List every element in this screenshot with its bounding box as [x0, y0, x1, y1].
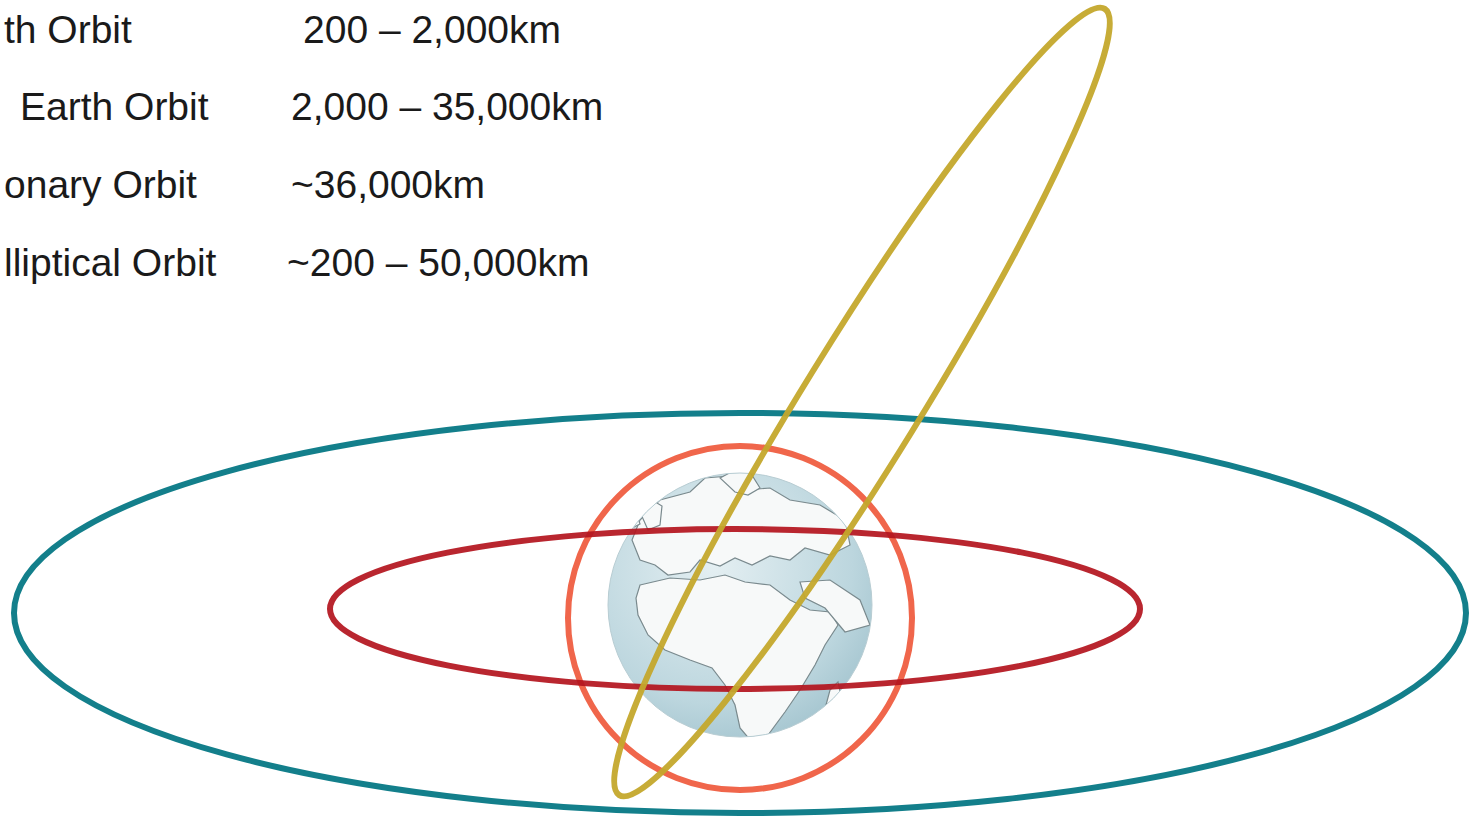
altitude-range: ~36,000km: [291, 162, 485, 208]
highly-elliptical-orbit: [570, 0, 1154, 816]
orbit-name: lliptical Orbit: [4, 240, 216, 286]
orbit-name: onary Orbit: [4, 162, 197, 208]
altitude-range: 200 – 2,000km: [303, 7, 561, 53]
earth-globe: [608, 470, 872, 742]
orbit-name: Earth Orbit: [20, 84, 209, 130]
altitude-range: ~200 – 50,000km: [287, 240, 589, 286]
low-earth-orbit: [330, 529, 1140, 689]
orbit-name: th Orbit: [4, 7, 132, 53]
altitude-range: 2,000 – 35,000km: [291, 84, 603, 130]
geostationary-orbit: [14, 413, 1466, 813]
